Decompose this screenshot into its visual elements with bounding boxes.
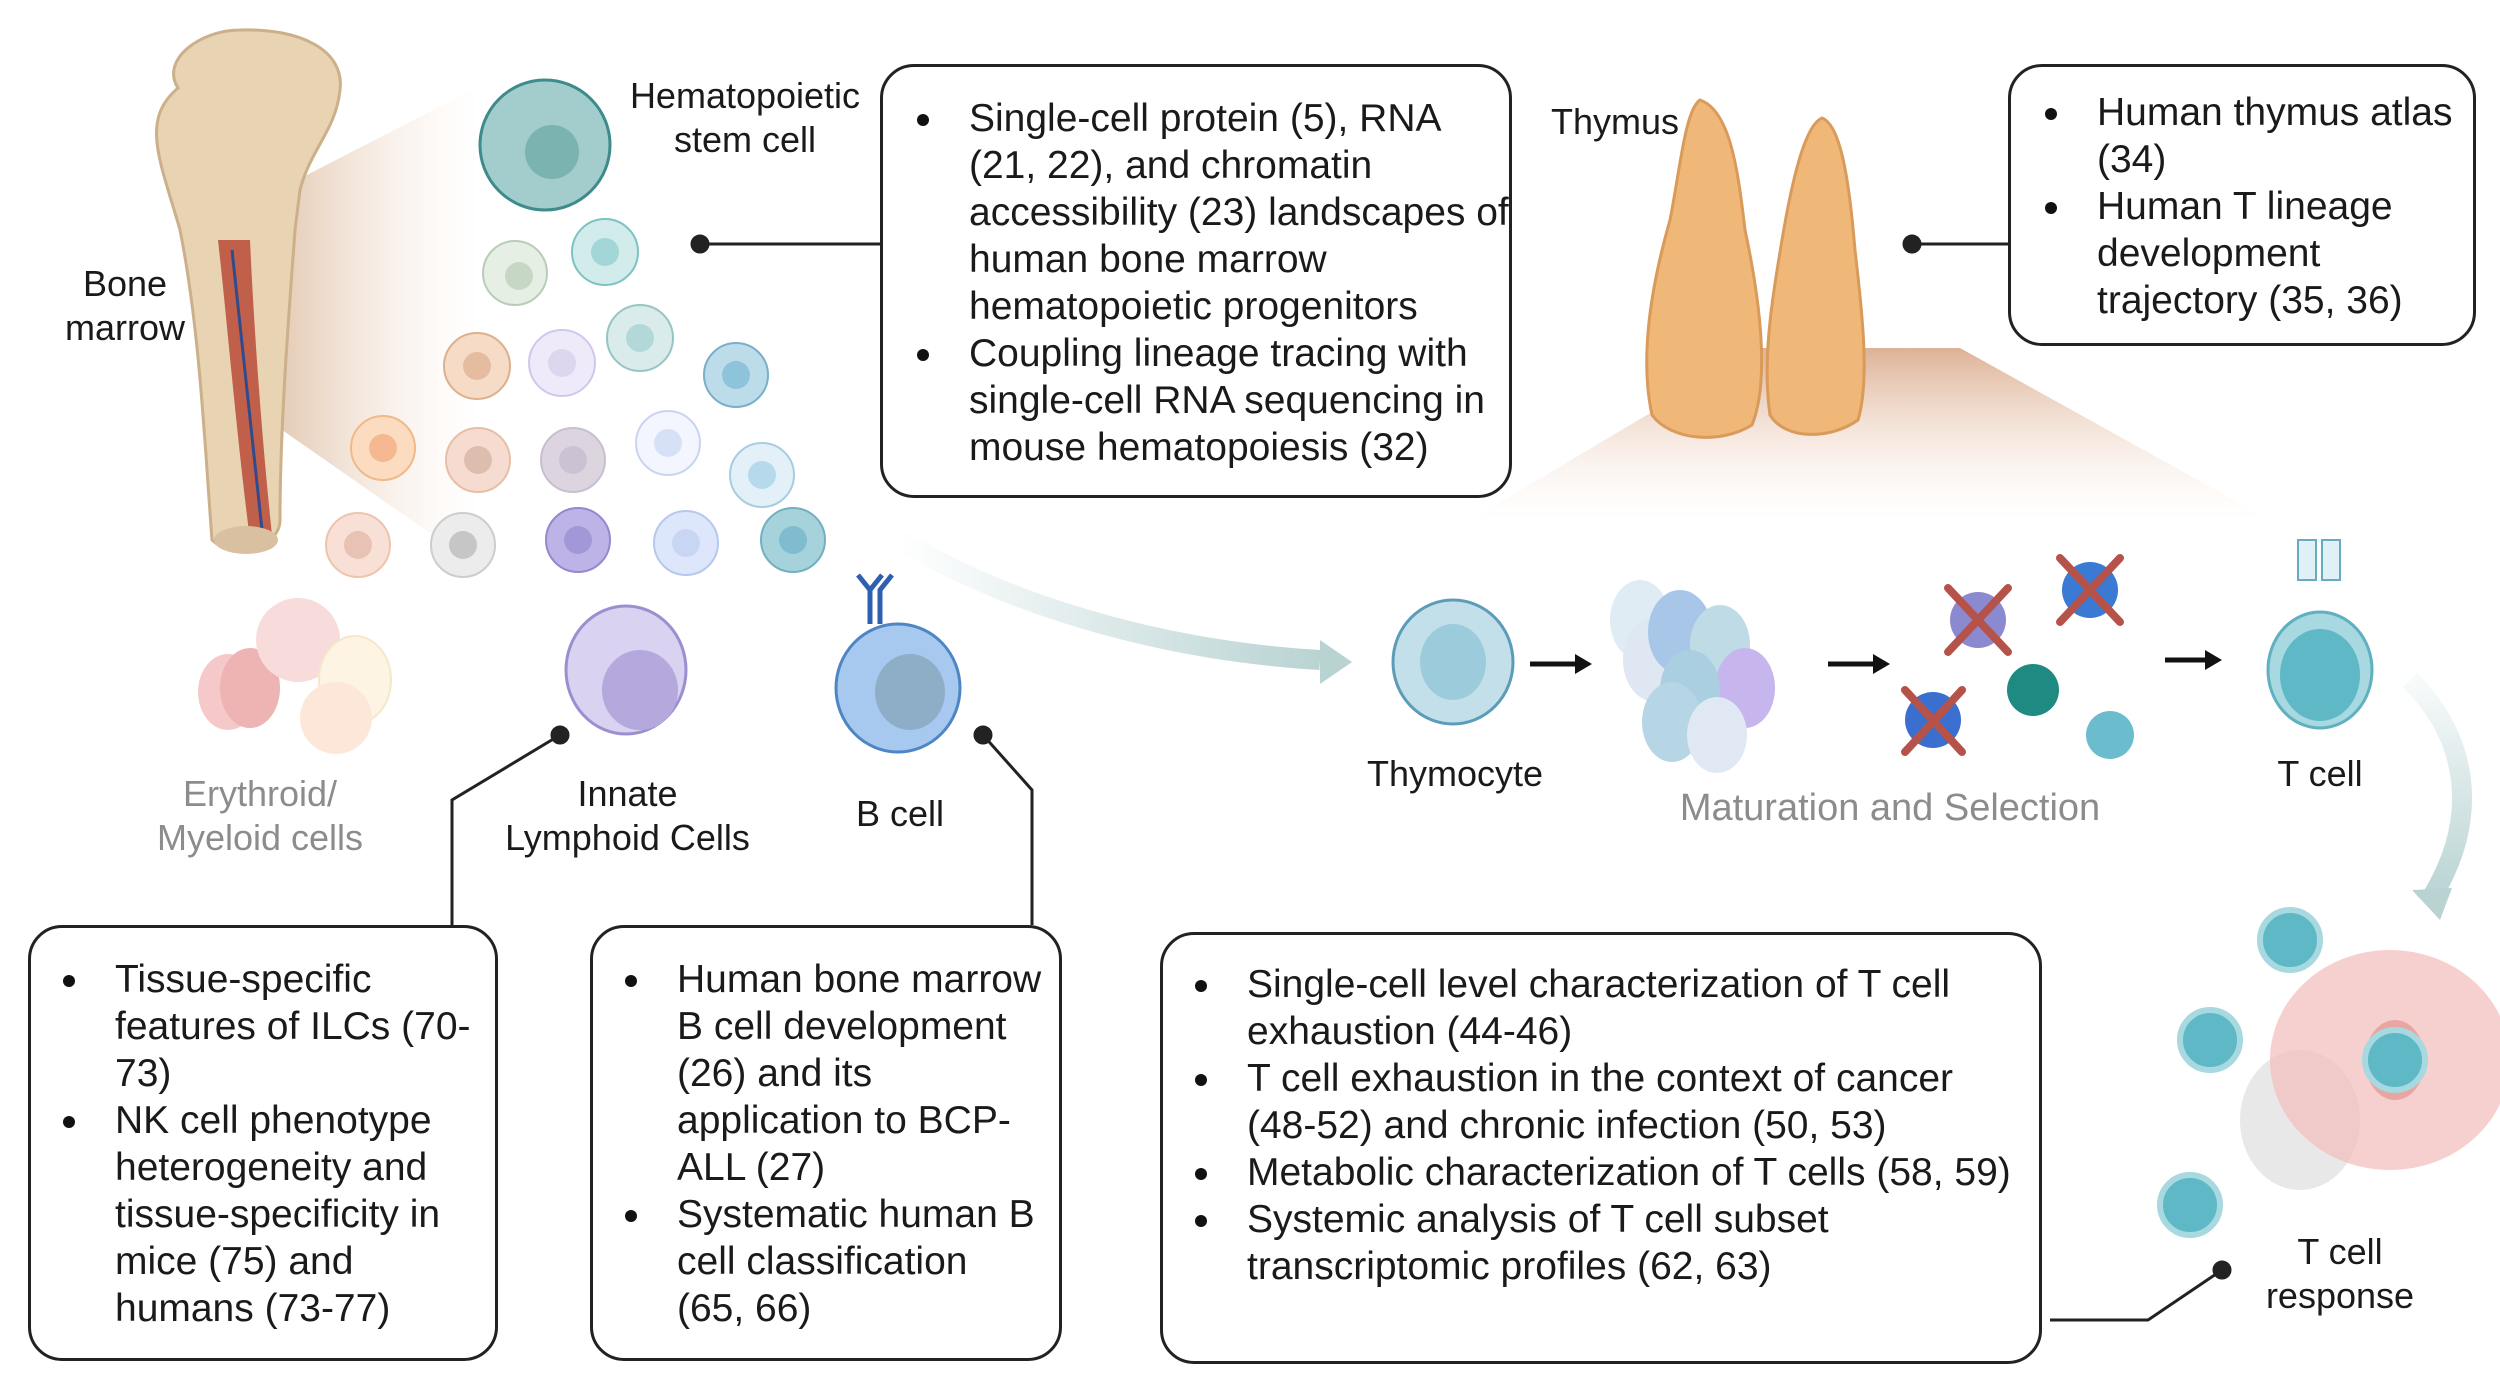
- selection-cells: [1901, 554, 2134, 759]
- ilc-info-item: NK cell phenotype heterogeneity and tiss…: [63, 1097, 481, 1332]
- arrow-2: [1828, 654, 1890, 674]
- thymocyte-cluster-icon: [1610, 580, 1775, 773]
- thymus-info-item: Human T lineage development trajectory (…: [2045, 183, 2473, 324]
- flow-arrow-head-2: [2412, 888, 2452, 920]
- b-cell-info-item: Human bone marrow B cell development (26…: [625, 956, 1045, 1191]
- b-cell-icon: [834, 573, 962, 754]
- flow-arrow-head: [1320, 640, 1352, 684]
- t-cell-info-item: T cell exhaustion in the context of canc…: [1195, 1055, 2023, 1149]
- t-cell-response-label: T cell response: [2265, 1231, 2415, 1316]
- ilc-cell-icon: [564, 604, 688, 736]
- ilc-label: Innate Lymphoid Cells: [505, 773, 750, 858]
- thymus-icon: [1645, 98, 1866, 439]
- b-cell-info-item: Systematic human B cell classification (…: [625, 1191, 1045, 1332]
- t-cell-info-item: Single-cell level characterization of T …: [1195, 961, 2023, 1055]
- thymus-info-box: Human thymus atlas (34) Human T lineage …: [2008, 64, 2476, 346]
- connectors: [450, 234, 2232, 1322]
- b-cell-info-box: Human bone marrow B cell development (26…: [590, 925, 1062, 1361]
- hsc-label: Hematopoietic stem cell: [629, 75, 861, 160]
- ilc-info-box: Tissue-specific features of ILCs (70-73)…: [28, 925, 498, 1361]
- t-cell-info-item: Metabolic characterization of T cells (5…: [1195, 1149, 2023, 1196]
- thymocyte-label: Thymocyte: [1366, 753, 1544, 794]
- thymus-label: Thymus: [1550, 101, 1680, 142]
- flow-arrow-to-response: [2402, 672, 2472, 906]
- arrow-1: [1530, 654, 1592, 674]
- ilc-info-item: Tissue-specific features of ILCs (70-73): [63, 956, 481, 1097]
- hsc-info-box: Single-cell protein (5), RNA (21, 22), a…: [880, 64, 1512, 498]
- maturation-selection-label: Maturation and Selection: [1679, 787, 2101, 829]
- flow-arrow-to-thymocyte: [894, 531, 1321, 670]
- t-cell-response-icon: [2157, 907, 2500, 1238]
- bone-marrow-icon: [155, 28, 342, 554]
- t-cell-icon: [2266, 539, 2374, 730]
- t-cell-info-item: Systemic analysis of T cell subset trans…: [1195, 1196, 2023, 1290]
- erythroid-myeloid-cells: [198, 598, 392, 754]
- progenitor-cells: [325, 78, 826, 578]
- arrow-3: [2165, 650, 2222, 670]
- t-cell-label: T cell: [2277, 753, 2363, 794]
- t-cell-info-box: Single-cell level characterization of T …: [1160, 932, 2042, 1364]
- hsc-info-item: Coupling lineage tracing with single-cel…: [917, 330, 1509, 471]
- bone-marrow-zoom-cone: [262, 86, 480, 568]
- hsc-info-item: Single-cell protein (5), RNA (21, 22), a…: [917, 97, 1509, 328]
- thymus-zoom-cone: [1470, 348, 2270, 520]
- bone-marrow-label: Bone marrow: [64, 263, 185, 348]
- erythroid-myeloid-label: Erythroid/ Myeloid cells: [156, 773, 364, 858]
- b-cell-label: B cell: [855, 793, 945, 834]
- thymocyte-icon: [1391, 598, 1515, 726]
- thymus-info-item: Human thymus atlas (34): [2045, 89, 2473, 183]
